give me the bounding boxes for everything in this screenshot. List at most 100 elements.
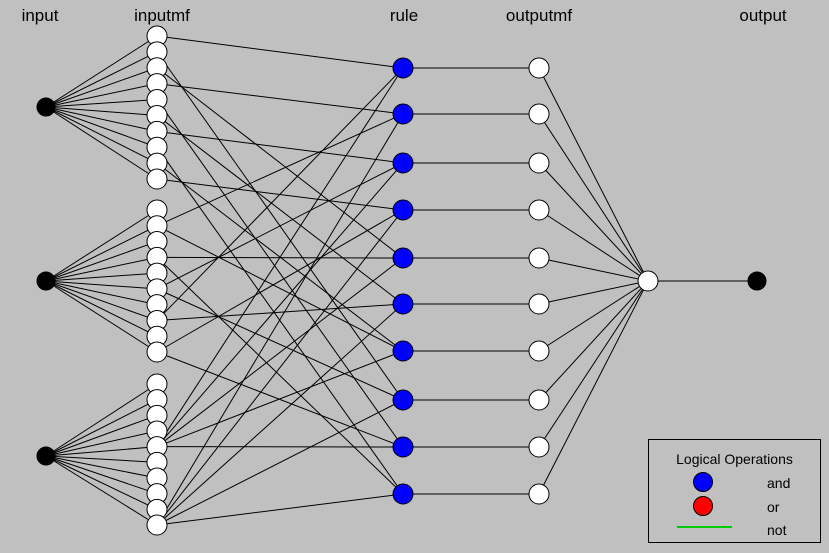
edge-input-mf	[45, 209, 158, 282]
edge-mf-rule	[156, 351, 404, 448]
output-sum-node	[637, 270, 659, 292]
legend-title: Logical Operations	[676, 451, 793, 467]
edge-input-mf	[45, 280, 158, 353]
rule-node	[392, 483, 414, 505]
rule-node	[392, 293, 414, 315]
inputmf-node	[146, 514, 168, 536]
edge-mf-rule	[156, 35, 404, 69]
edge-input-mf	[45, 455, 158, 463]
edge-input-mf	[45, 272, 158, 282]
header-inputmf: inputmf	[134, 6, 190, 25]
edge-outputmf-output	[538, 280, 649, 352]
edge-input-mf	[45, 225, 158, 282]
edges	[45, 35, 757, 526]
outputmf-node	[528, 340, 550, 362]
edge-outputmf-output	[538, 209, 649, 282]
edge-input-mf	[45, 106, 158, 180]
inputmf-node	[146, 168, 168, 190]
outputmf-node	[528, 152, 550, 174]
edge-mf-rule	[156, 113, 404, 526]
edge-input-mf	[45, 455, 158, 510]
edge-input-mf	[45, 430, 158, 457]
outputmf-node	[528, 199, 550, 221]
edge-input-mf	[45, 241, 158, 282]
rule-node	[392, 340, 414, 362]
edge-input-mf	[45, 83, 158, 108]
outputmf-node	[528, 483, 550, 505]
edge-input-mf	[45, 35, 158, 108]
edge-input-mf	[45, 280, 158, 306]
edge-mf-rule	[156, 493, 404, 526]
rule-node	[392, 436, 414, 458]
edge-outputmf-output	[538, 113, 649, 282]
edge-mf-rule	[156, 178, 404, 211]
edge-mf-rule	[156, 51, 404, 401]
edge-input-mf	[45, 99, 158, 108]
edge-input-mf	[45, 280, 158, 337]
edge-mf-rule	[156, 256, 404, 495]
edge-outputmf-output	[538, 280, 649, 448]
edge-mf-rule	[156, 350, 404, 448]
legend-and-icon	[693, 472, 713, 492]
edge-mf-rule	[156, 99, 404, 448]
edge-outputmf-output	[538, 257, 649, 282]
legend-not-icon	[677, 526, 732, 528]
edge-mf-rule	[156, 162, 404, 447]
edge-mf-rule	[156, 162, 404, 352]
edge-input-mf	[45, 256, 158, 282]
edge-input-mf	[45, 455, 158, 526]
edge-mf-rule	[156, 146, 404, 495]
edge-mf-rule	[156, 288, 404, 401]
header-rule: rule	[389, 6, 419, 25]
edge-mf-rule	[156, 303, 404, 321]
edge-mf-rule	[156, 67, 404, 259]
edge-input-mf	[45, 280, 158, 321]
edge-input-mf	[45, 399, 158, 457]
rule-node	[392, 199, 414, 221]
edge-mf-rule	[156, 209, 404, 353]
nodes	[36, 25, 767, 536]
edge-input-mf	[45, 67, 158, 108]
edge-mf-rule	[156, 303, 404, 526]
edge-mf-rule	[156, 399, 404, 526]
outputmf-node	[528, 293, 550, 315]
legend: Logical Operations and or not	[648, 439, 821, 543]
input-node	[36, 271, 56, 291]
edge-mf-rule	[156, 130, 404, 164]
edge-outputmf-output	[538, 280, 649, 401]
edge-input-mf	[45, 455, 158, 479]
header-output: output	[739, 6, 787, 25]
legend-or-icon	[693, 496, 713, 516]
edge-mf-rule	[156, 209, 404, 526]
rule-node	[392, 57, 414, 79]
outputmf-node	[528, 103, 550, 125]
edge-outputmf-output	[538, 162, 649, 282]
input-node	[36, 446, 56, 466]
legend-not-label: not	[767, 522, 787, 538]
edge-outputmf-output	[538, 67, 649, 282]
edge-input-mf	[45, 51, 158, 108]
output-node	[747, 271, 767, 291]
edge-input-mf	[45, 106, 158, 132]
edge-input-mf	[45, 106, 158, 164]
rule-node	[392, 389, 414, 411]
edge-outputmf-output	[538, 280, 649, 495]
legend-or-label: or	[767, 499, 780, 515]
outputmf-node	[528, 247, 550, 269]
legend-and-label: and	[767, 475, 791, 491]
rule-node	[392, 103, 414, 125]
input-node	[36, 97, 56, 117]
edge-input-mf	[45, 280, 158, 290]
header-input: input	[21, 6, 59, 25]
inputmf-node	[146, 341, 168, 363]
edge-mf-rule	[156, 257, 404, 448]
outputmf-node	[528, 389, 550, 411]
edge-mf-rule	[156, 113, 404, 227]
edge-outputmf-output	[538, 280, 649, 305]
edge-mf-rule	[156, 83, 404, 115]
rule-node	[392, 247, 414, 269]
header-outputmf: outputmf	[505, 6, 573, 25]
edge-input-mf	[45, 106, 158, 148]
edge-mf-rule	[156, 115, 404, 305]
